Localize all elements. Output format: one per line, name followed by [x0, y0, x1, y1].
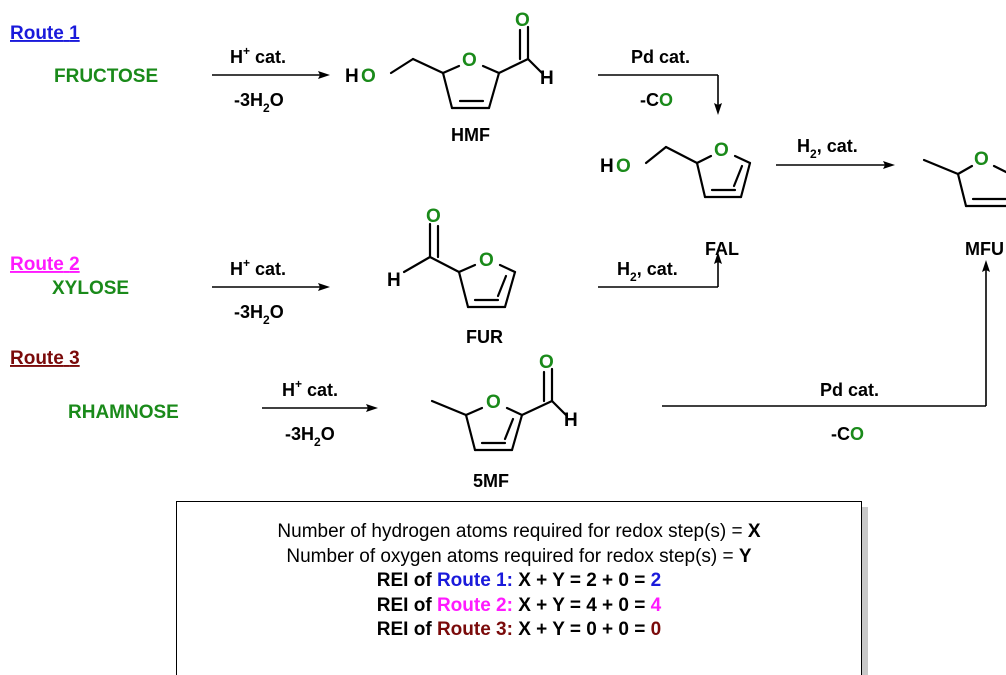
svg-text:Route 3: Route 3 — [10, 348, 80, 369]
route-2-water-loss: -3H2O — [234, 302, 284, 327]
fal-hydroxyl-h: H — [600, 156, 614, 177]
route-3-acid-condition: H+ cat. — [282, 377, 338, 400]
fal-hydroxyl-o: O — [616, 156, 631, 177]
route-3-pd-catalyst: Pd cat. — [820, 380, 879, 400]
hmf-ring-o: O — [462, 50, 477, 71]
hmf-to-fal-arrow — [598, 74, 722, 115]
rei-route-2: REI of Route 2: X + Y = 4 + 0 = 4 — [376, 594, 662, 616]
fur-label: FUR — [466, 327, 503, 347]
route-3-number: 3 — [69, 348, 80, 369]
route-3-water-loss: -3H2O — [285, 424, 335, 449]
hmf-hydroxyl-o: O — [361, 66, 376, 87]
fal-hydrogenation-condition: H2, cat. — [797, 136, 858, 161]
5mf-aldehyde-h: H — [564, 410, 578, 431]
route-1-pd-catalyst: Pd cat. — [631, 47, 690, 67]
route-1-number: 1 — [69, 23, 80, 44]
fur-to-fal-arrow — [598, 252, 722, 288]
5mf-label: 5MF — [473, 471, 509, 491]
fur-molecule: O H O — [387, 206, 517, 309]
route-1-dehydration-arrow — [212, 71, 330, 79]
fur-ring-o: O — [479, 250, 494, 271]
rei-route-1: REI of Route 1: X + Y = 2 + 0 = 2 — [376, 570, 662, 591]
rei-route-3: REI of Route 3: X + Y = 0 + 0 = 0 — [376, 619, 662, 640]
mfu-molecule: O — [922, 149, 1006, 208]
route-2-acid-condition: H+ cat. — [230, 256, 286, 279]
fur-aldehyde-h: H — [387, 270, 401, 291]
route-2-number: 2 — [69, 254, 80, 275]
route-2-label: Route 2 — [10, 254, 80, 275]
5mf-carbonyl-o: O — [539, 352, 554, 373]
svg-text:Route 2: Route 2 — [10, 254, 80, 275]
sugar-fructose: FRUCTOSE — [54, 66, 158, 87]
hmf-aldehyde-h: H — [540, 68, 554, 89]
hmf-carbonyl-o: O — [515, 10, 530, 31]
hmf-molecule: H O O O H — [345, 10, 554, 110]
rei-summary-box: Number of hydrogen atoms required for re… — [176, 501, 862, 675]
mfu-ring-o: O — [974, 149, 989, 170]
fal-to-mfu-arrow — [776, 161, 895, 169]
sugar-xylose: XYLOSE — [52, 278, 129, 299]
oxygen-count-line: Number of oxygen atoms required for redo… — [286, 545, 752, 567]
route-2-dehydration-arrow — [212, 283, 330, 291]
route-3-decarbonylation: -CO — [831, 424, 864, 444]
hydrogen-count-line: Number of hydrogen atoms required for re… — [277, 521, 761, 542]
route-1-decarbonylation: -CO — [640, 90, 673, 110]
hmf-hydroxyl-h: H — [345, 66, 359, 87]
route-2-word: Route — [10, 254, 64, 275]
route-1-word: Route — [10, 23, 64, 44]
route-3-word: Route — [10, 348, 64, 369]
svg-text:Route 1: Route 1 — [10, 23, 80, 44]
route-1-acid-condition: H+ cat. — [230, 44, 286, 67]
sugar-rhamnose: RHAMNOSE — [68, 402, 179, 423]
5mf-molecule: O O H — [430, 352, 578, 452]
mfu-label: MFU — [965, 239, 1004, 259]
fal-label: FAL — [705, 239, 739, 259]
route-1-water-loss: -3H2O — [234, 90, 284, 115]
route-3-label: Route 3 — [10, 348, 80, 369]
fal-molecule: H O O — [600, 140, 752, 199]
fur-hydrogenation-condition: H2, cat. — [617, 259, 678, 284]
fur-carbonyl-o: O — [426, 206, 441, 227]
route-3-dehydration-arrow — [262, 404, 378, 412]
5mf-ring-o: O — [486, 392, 501, 413]
fal-ring-o: O — [714, 140, 729, 161]
5mf-to-mfu-arrow — [662, 260, 990, 407]
hmf-label: HMF — [451, 125, 490, 145]
route-1-label: Route 1 — [10, 23, 80, 44]
